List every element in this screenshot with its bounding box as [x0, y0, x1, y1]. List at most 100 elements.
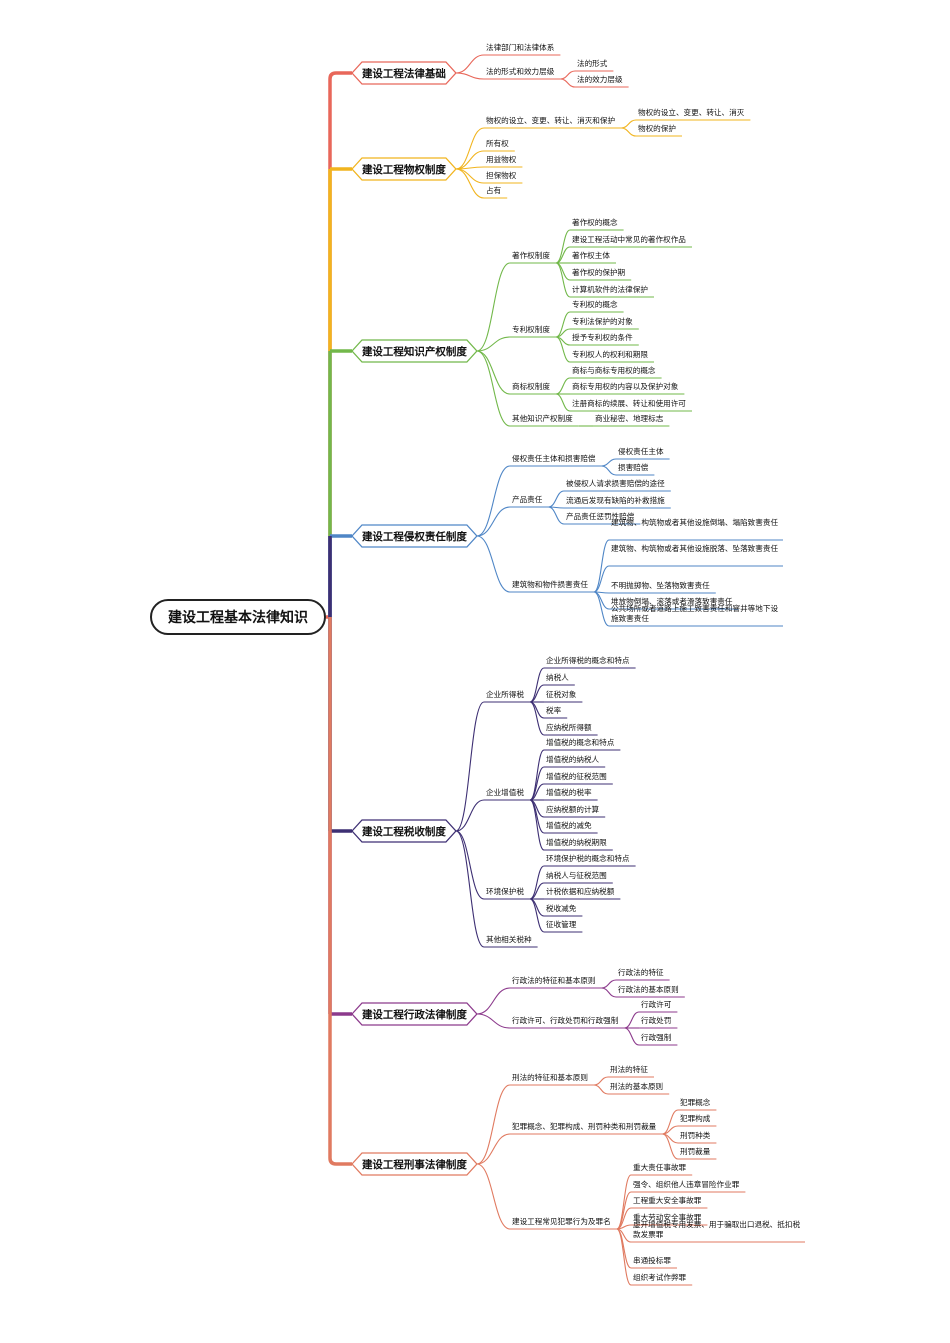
leaf-topic[interactable]: 授予专利权的条件: [572, 333, 633, 342]
leaf-topic[interactable]: 流通后发现有缺陷的补救措施: [566, 496, 665, 505]
subtopic[interactable]: 企业所得税: [486, 690, 524, 699]
leaf-topic[interactable]: 商标与商标专用权的概念: [572, 366, 656, 375]
subtopic[interactable]: 商标权制度: [512, 382, 550, 391]
leaf-topic[interactable]: 行政法的特征: [618, 968, 664, 977]
subtopic[interactable]: 刑法的特征和基本原则: [512, 1073, 588, 1082]
main-topic-1[interactable]: 建设工程法律基础: [361, 67, 446, 80]
leaf-curve: [555, 229, 571, 264]
leaf-topic[interactable]: 税率: [546, 706, 562, 715]
leaf-topic[interactable]: 纳税人与征税范围: [546, 871, 607, 880]
leaf-topic[interactable]: 增值税的减免: [546, 821, 592, 830]
leaf-topic[interactable]: 著作权的保护期: [572, 268, 626, 277]
leaf-topic[interactable]: 应纳税额的计算: [546, 805, 600, 814]
leaf-topic[interactable]: 犯罪构成: [680, 1114, 711, 1123]
subtopic[interactable]: 行政法的特征和基本原则: [512, 976, 596, 985]
subtopic[interactable]: 产品责任: [512, 495, 543, 504]
subtopic[interactable]: 物权的设立、变更、转让、消灭和保护: [486, 116, 616, 125]
leaf-topic[interactable]: 征收管理: [546, 920, 577, 929]
leaf-topic[interactable]: 专利法保护的对象: [572, 317, 633, 326]
subtopic[interactable]: 占有: [486, 186, 502, 195]
leaf-topic[interactable]: 应纳税所得额: [546, 723, 592, 732]
leaf-topic[interactable]: 刑法的特征: [610, 1065, 648, 1074]
leaf-topic[interactable]: 强令、组织他人违章冒险作业罪: [633, 1180, 740, 1189]
subtopic[interactable]: 其他相关税种: [486, 935, 532, 944]
main-topic-7[interactable]: 建设工程刑事法律制度: [361, 1158, 467, 1171]
leaf-curve: [621, 127, 637, 137]
subtopic[interactable]: 用益物权: [486, 155, 517, 164]
leaf-topic[interactable]: 工程重大安全事故罪: [633, 1196, 702, 1205]
subtopic[interactable]: 行政许可、行政处罚和行政强制: [512, 1016, 619, 1025]
leaf-topic[interactable]: 虚开增值税专用发票、用于骗取出口退税、抵扣税款发票罪: [633, 1220, 801, 1239]
leaf-topic[interactable]: 增值税的纳税人: [546, 755, 600, 764]
leaf-topic[interactable]: 建设工程活动中常见的著作权作品: [572, 235, 686, 244]
leaf-topic[interactable]: 刑法的基本原则: [610, 1082, 664, 1091]
main-topic-2[interactable]: 建设工程物权制度: [361, 163, 446, 176]
subtopic[interactable]: 其他知识产权制度: [512, 414, 573, 423]
leaf-topic[interactable]: 重大责任事故罪: [633, 1163, 687, 1172]
leaf-topic[interactable]: 专利权的概念: [572, 300, 618, 309]
subtopic[interactable]: 所有权: [486, 139, 509, 148]
leaf-topic[interactable]: 重大劳动安全事故罪: [633, 1213, 702, 1222]
leaf-topic[interactable]: 商业秘密、地理标志: [595, 414, 664, 423]
leaf-topic[interactable]: 行政许可: [641, 1000, 672, 1009]
main-topic-5[interactable]: 建设工程税收制度: [361, 825, 446, 838]
leaf-topic[interactable]: 物权的设立、变更、转让、消灭: [638, 108, 745, 117]
leaf-topic[interactable]: 不明抛掷物、坠落物致害责任: [611, 581, 710, 590]
leaf-topic[interactable]: 堆放物倒塌、滚落或者滑落致害责任: [611, 597, 733, 606]
leaf-topic[interactable]: 行政法的基本原则: [618, 985, 679, 994]
leaf-topic[interactable]: 征税对象: [546, 690, 577, 699]
leaf-topic[interactable]: 著作权的概念: [572, 218, 618, 227]
subtopic[interactable]: 建筑物和物件损害责任: [512, 580, 588, 589]
leaf-topic[interactable]: 刑罚种类: [680, 1131, 711, 1140]
leaf-topic[interactable]: 侵权责任主体: [618, 447, 664, 456]
main-topic-6[interactable]: 建设工程行政法律制度: [361, 1008, 467, 1021]
main-topic-3[interactable]: 建设工程知识产权制度: [361, 345, 467, 358]
leaf-topic[interactable]: 著作权主体: [572, 251, 610, 260]
subtopic[interactable]: 侵权责任主体和损害赔偿: [512, 454, 596, 463]
leaf-topic[interactable]: 行政处罚: [641, 1016, 672, 1025]
leaf-topic[interactable]: 串通投标罪: [633, 1256, 671, 1265]
leaf-topic[interactable]: 建筑物、构筑物或者其他设施倒塌、塌陷致害责任: [611, 518, 779, 527]
subtopic[interactable]: 专利权制度: [512, 325, 550, 334]
leaf-curve: [616, 1174, 632, 1230]
subtopic[interactable]: 著作权制度: [512, 251, 550, 260]
leaf-topic[interactable]: 环境保护税的概念和特点: [546, 854, 630, 863]
subtopic[interactable]: 企业增值税: [486, 788, 524, 797]
leaf-topic[interactable]: 增值税的概念和特点: [546, 738, 615, 747]
root-node[interactable]: 建设工程基本法律知识: [150, 599, 326, 635]
subtopic[interactable]: 环境保护税: [486, 887, 524, 896]
leaf-topic[interactable]: 增值税的征税范围: [546, 772, 607, 781]
leaf-topic[interactable]: 增值税的税率: [546, 788, 592, 797]
leaf-topic[interactable]: 计税依据和应纳税额: [546, 887, 615, 896]
leaf-topic[interactable]: 注册商标的续展、转让和使用许可: [572, 399, 686, 408]
leaf-topic[interactable]: 法的形式: [577, 59, 608, 68]
leaf-topic[interactable]: 法的效力层级: [577, 75, 623, 84]
subtopic[interactable]: 担保物权: [486, 171, 517, 180]
subtopic[interactable]: 法的形式和效力层级: [486, 67, 555, 76]
subtopic[interactable]: 建设工程常见犯罪行为及罪名: [512, 1217, 611, 1226]
main-topic-4[interactable]: 建设工程侵权责任制度: [361, 530, 467, 543]
leaf-curve: [593, 1084, 609, 1095]
leaf-curve: [593, 1076, 609, 1086]
leaf-topic[interactable]: 损害赔偿: [618, 463, 649, 472]
leaf-topic[interactable]: 组织考试作弊罪: [633, 1273, 687, 1282]
leaf-topic[interactable]: 计算机软件的法律保护: [572, 285, 648, 294]
leaf-topic[interactable]: 产品责任惩罚性赔偿: [566, 512, 635, 521]
subtopic[interactable]: 法律部门和法律体系: [486, 43, 555, 52]
branch-curve: [455, 127, 485, 170]
branch-curve: [455, 168, 485, 184]
leaf-topic[interactable]: 行政强制: [641, 1033, 672, 1042]
leaf-topic[interactable]: 公共场所或者道路上施工致害责任和窨井等地下设施致害责任: [611, 604, 779, 623]
leaf-topic[interactable]: 专利权人的权利和期限: [572, 350, 648, 359]
leaf-topic[interactable]: 税收减免: [546, 904, 577, 913]
leaf-topic[interactable]: 企业所得税的概念和特点: [546, 656, 630, 665]
leaf-topic[interactable]: 物权的保护: [638, 124, 676, 133]
leaf-topic[interactable]: 纳税人: [546, 673, 569, 682]
leaf-topic[interactable]: 建筑物、构筑物或者其他设施脱落、坠落致害责任: [611, 544, 779, 553]
leaf-topic[interactable]: 被侵权人请求损害赔偿的途径: [566, 479, 665, 488]
leaf-topic[interactable]: 增值税的纳税期限: [546, 838, 607, 847]
leaf-topic[interactable]: 犯罪概念: [680, 1098, 711, 1107]
leaf-topic[interactable]: 商标专用权的内容以及保护对象: [572, 382, 679, 391]
leaf-topic[interactable]: 刑罚裁量: [680, 1147, 711, 1156]
subtopic[interactable]: 犯罪概念、犯罪构成、刑罚种类和刑罚裁量: [512, 1122, 657, 1131]
